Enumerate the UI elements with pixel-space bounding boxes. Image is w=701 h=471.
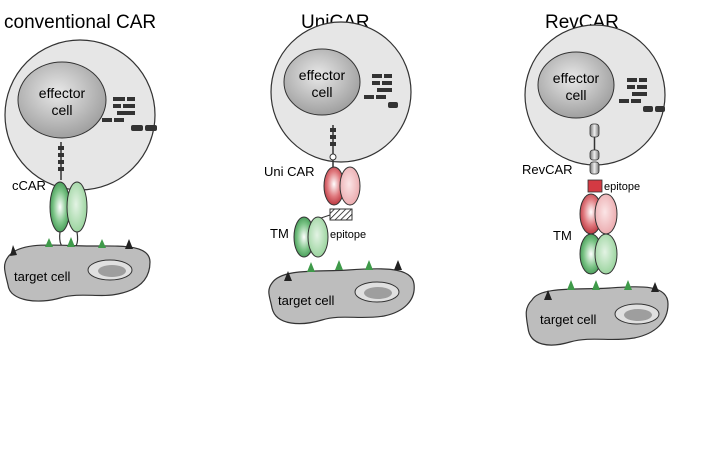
epitope-label: epitope [330, 229, 366, 241]
ccar-signaling-domain [58, 142, 64, 180]
antigen-triangle [592, 280, 600, 290]
panel-revcar: RevCAR effector cell RevCAR epitope [522, 12, 669, 346]
antigen-triangle [567, 280, 575, 290]
ccar-scfv [49, 181, 88, 251]
antigen-triangle [45, 238, 53, 247]
revcar-epitope-tag [587, 179, 603, 193]
effector-label-line1: effector [299, 67, 346, 83]
target-cell-label: target cell [540, 312, 596, 327]
epitope-tag [329, 208, 353, 221]
target-module [579, 193, 618, 275]
effector-cell: effector cell [4, 39, 157, 191]
target-cell-label: target cell [14, 269, 70, 284]
antigen-triangle [307, 262, 315, 272]
target-module [293, 214, 331, 258]
receptor-label: cCAR [12, 178, 46, 193]
antigen-triangle [67, 237, 75, 247]
off-target-antigen [394, 260, 402, 270]
target-cell-label: target cell [278, 293, 334, 308]
antigen-triangle [98, 239, 106, 248]
tm-label: TM [553, 228, 572, 243]
cytokine-granules [102, 97, 157, 131]
antigen-triangle [335, 260, 343, 270]
effector-label-line2: cell [311, 84, 332, 100]
tm-label: TM [270, 226, 289, 241]
epitope-label: epitope [604, 181, 640, 193]
cytokine-granules [364, 74, 398, 108]
effector-label-line2: cell [51, 102, 72, 118]
off-target-antigen [544, 290, 552, 300]
target-cell: target cell [525, 280, 669, 346]
off-target-antigen [10, 245, 17, 256]
effector-label-line1: effector [553, 70, 600, 86]
receptor-label: Uni CAR [264, 164, 315, 179]
panel-conventional-car: conventional CAR effector cell cCAR [3, 12, 157, 302]
nucleus [537, 51, 615, 119]
effector-cell: effector cell [524, 24, 666, 166]
target-cell: target cell [268, 260, 415, 325]
antigen-triangle [624, 280, 632, 290]
off-target-antigen [284, 271, 292, 281]
revcar-signaling-domain [589, 123, 600, 175]
unicar-signaling-domain [329, 125, 337, 168]
effector-label-line2: cell [565, 87, 586, 103]
off-target-antigen [125, 239, 133, 249]
antigen-triangle [365, 260, 373, 270]
panel-title: conventional CAR [4, 12, 156, 33]
unicar-scfv [323, 166, 361, 206]
effector-label-line1: effector [39, 85, 86, 101]
cytokine-granules [619, 78, 665, 112]
receptor-label: RevCAR [522, 162, 573, 177]
effector-cell: effector cell [270, 21, 412, 163]
target-cell: target cell [3, 237, 151, 302]
off-target-antigen [651, 282, 659, 292]
nucleus [17, 61, 107, 139]
nucleus [283, 48, 361, 116]
